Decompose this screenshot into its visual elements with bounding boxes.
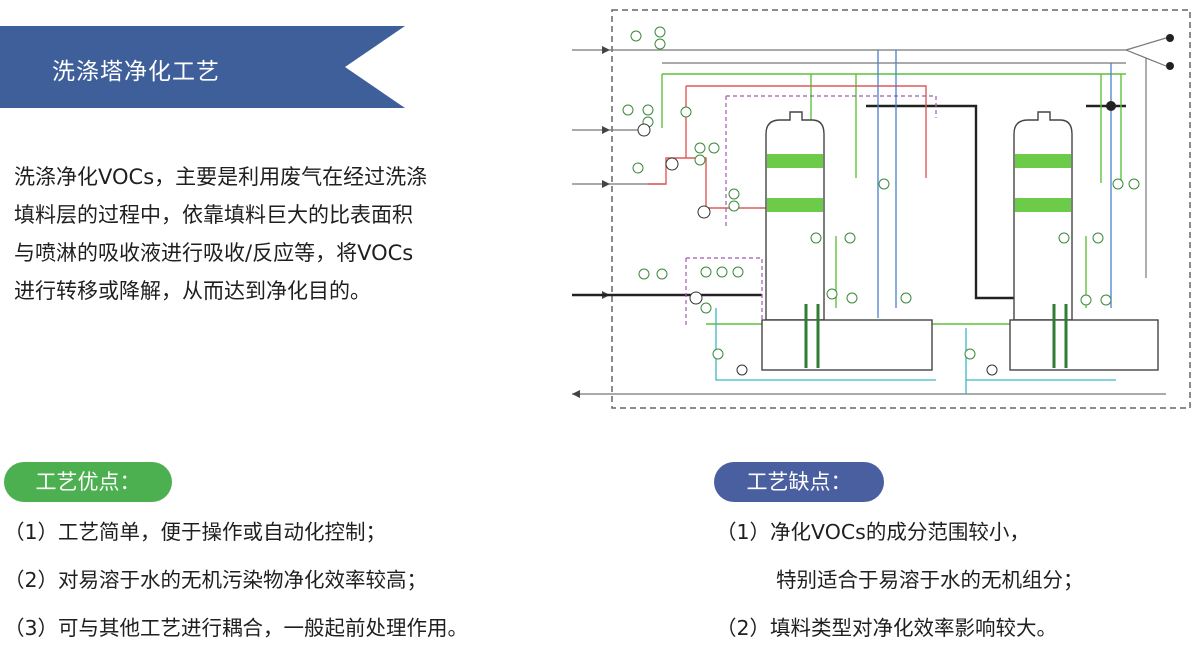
intro-line: 进行转移或降解，从而达到净化目的。 <box>14 279 371 303</box>
list-item: 特别适合于易溶于水的无机组分； <box>776 568 1084 592</box>
advantages-label: 工艺优点： <box>4 462 172 502</box>
advantages-list: （1）工艺简单，便于操作或自动化控制； （2）对易溶于水的无机污染物净化效率较高… <box>4 508 468 652</box>
scrubber-tower-2 <box>1009 111 1159 371</box>
list-item: （2）填料类型对净化效率影响较大。 <box>716 616 1058 640</box>
list-item: （2）对易溶于水的无机污染物净化效率较高； <box>4 568 428 592</box>
banner-shape <box>0 26 405 108</box>
scrubber-tower-1 <box>761 111 933 371</box>
intro-line: 洗涤净化VOCs，主要是利用废气在经过洗涤 <box>14 165 428 189</box>
pid-drawing <box>572 9 1191 409</box>
list-item: （1）工艺简单，便于操作或自动化控制； <box>4 520 387 544</box>
intro-line: 与喷淋的吸收液进行吸收/反应等，将VOCs <box>14 241 414 265</box>
list-item: （3）可与其他工艺进行耦合，一般起前处理作用。 <box>4 616 469 640</box>
page-title: 洗涤塔净化工艺 <box>52 59 220 85</box>
intro-text: 洗涤净化VOCs，主要是利用废气在经过洗涤 填料层的过程中，依靠填料巨大的比表面… <box>14 158 534 310</box>
intro-line: 填料层的过程中，依靠填料巨大的比表面积 <box>14 203 413 227</box>
disadvantages-list: （1）净化VOCs的成分范围较小， 特别适合于易溶于水的无机组分； （2）填料类… <box>716 508 1084 652</box>
process-flow-diagram <box>566 8 1196 413</box>
disadvantages-label: 工艺缺点： <box>714 462 884 502</box>
list-item: （1）净化VOCs的成分范围较小， <box>716 520 1030 544</box>
title-banner: 洗涤塔净化工艺 <box>0 26 405 108</box>
